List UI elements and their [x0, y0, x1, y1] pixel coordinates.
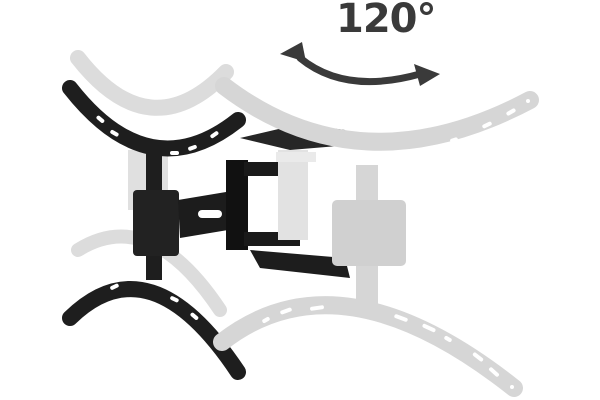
rotation-angle-label: 120°	[336, 0, 436, 42]
vesa-bracket-ghost	[213, 77, 539, 397]
vesa-bracket-dark	[62, 80, 246, 380]
rotation-arrow-icon	[280, 42, 440, 86]
